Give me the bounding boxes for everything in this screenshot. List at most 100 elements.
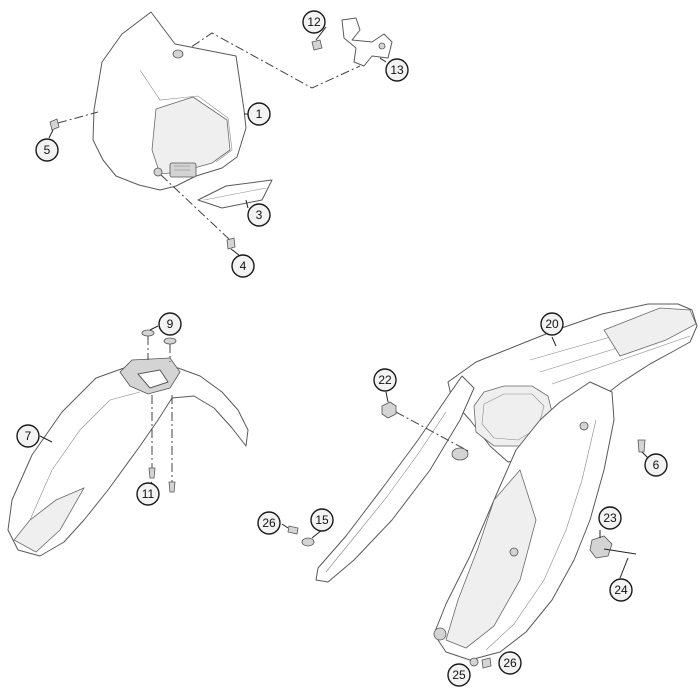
mask-grommet: [153, 167, 163, 177]
leader-5: [48, 129, 54, 139]
callout-1-circle: [247, 102, 271, 126]
callout-7-circle: [16, 424, 40, 448]
callout-12: 12: [302, 10, 326, 34]
bolt-24: [603, 548, 637, 555]
leader-9: [149, 325, 159, 331]
side-panel-hole-upper: [579, 421, 589, 431]
callout-26-left: 26: [257, 511, 281, 535]
bushing-23: [589, 535, 613, 559]
callout-23-label: 23: [603, 511, 617, 525]
callout-7: 7: [16, 424, 40, 448]
leader-22: [385, 391, 389, 403]
callout-26-left-label: 26: [262, 516, 276, 530]
mask-mount-hole: [172, 49, 184, 59]
callout-24-label: 24: [614, 583, 628, 597]
screw-26-bottom: [481, 657, 492, 669]
leader-20: [551, 336, 557, 347]
headlight-mask-inner-edge: [139, 69, 233, 163]
front-fender-assembly: [7, 329, 249, 557]
callout-5: 5: [35, 138, 59, 162]
callout-3: 3: [247, 203, 271, 227]
callout-13-label: 13: [390, 63, 404, 77]
callout-11: 11: [136, 482, 160, 506]
screw-4: [226, 237, 236, 250]
callout-23-circle: [598, 506, 622, 530]
bolt-12: [311, 39, 323, 51]
callout-15-label: 15: [315, 513, 329, 527]
leader-26a: [281, 523, 289, 529]
side-panel-hole-lower: [509, 547, 519, 557]
dash-screw-4: [160, 174, 231, 241]
fender-mount-window: [137, 369, 169, 389]
rear-grommet: [451, 447, 469, 461]
callout-1: 1: [247, 102, 271, 126]
callout-20-circle: [540, 312, 564, 336]
callout-5-circle: [35, 138, 59, 162]
leader-3: [245, 199, 249, 209]
callout-11-circle: [136, 482, 160, 506]
callout-5-label: 5: [44, 143, 51, 157]
nut-22: [381, 401, 397, 419]
leader-lines: [39, 26, 649, 579]
leader-24: [619, 557, 629, 579]
callout-20-label: 20: [545, 317, 559, 331]
screw-6: [637, 439, 646, 453]
callout-26-bottom-label: 26: [503, 656, 517, 670]
leader-13: [379, 57, 387, 63]
washer-9a: [141, 329, 155, 337]
washer-9b: [163, 337, 177, 345]
mask-decal-stripe: [203, 187, 267, 201]
left-side-panel: [315, 375, 475, 583]
screw-11a: [148, 467, 156, 479]
screw-26-left: [287, 525, 299, 535]
leader-7: [39, 435, 53, 443]
callout-15: 15: [310, 508, 334, 532]
leader-6: [641, 451, 649, 459]
callout-23: 23: [598, 506, 622, 530]
left-side-panel-rib: [325, 411, 447, 573]
callout-9-circle: [158, 312, 182, 336]
callout-11-label: 11: [142, 487, 155, 501]
callout-22-circle: [373, 368, 397, 392]
screw-11b: [168, 481, 176, 493]
front-fender-rib: [29, 391, 141, 521]
callout-13: 13: [385, 58, 409, 82]
rear-fender-assembly: [287, 303, 698, 669]
callout-25-circle: [447, 663, 471, 687]
callout-12-label: 12: [307, 15, 321, 29]
screw-5: [49, 118, 60, 131]
headlight-mask-assembly: [49, 11, 393, 250]
dash-nut-22: [395, 411, 471, 453]
callout-26-bottom: 26: [498, 651, 522, 675]
callout-4-circle: [231, 254, 255, 278]
callout-9-label: 9: [167, 317, 174, 331]
mask-bracket: [341, 17, 393, 67]
callout-3-circle: [247, 203, 271, 227]
callout-22: 22: [373, 368, 397, 392]
callout-6: 6: [644, 453, 668, 477]
right-side-panel-inner: [445, 469, 537, 649]
dash-screw-5: [57, 111, 99, 124]
callout-4: 4: [231, 254, 255, 278]
right-side-panel-rib: [485, 419, 597, 651]
callout-26-bottom-circle: [498, 651, 522, 675]
callout-24: 24: [609, 578, 633, 602]
side-panel-hole-bottom: [433, 627, 447, 641]
callout-1-label: 1: [256, 107, 263, 121]
rear-fender-tail: [603, 307, 697, 357]
bracket-hole: [378, 42, 386, 50]
callout-22-label: 22: [378, 373, 392, 387]
callout-6-label: 6: [653, 458, 660, 472]
callout-13-circle: [385, 58, 409, 82]
nut-15: [301, 537, 315, 547]
callout-25-label: 25: [452, 668, 466, 682]
callout-24-circle: [609, 578, 633, 602]
callout-6-circle: [644, 453, 668, 477]
callout-15-circle: [310, 508, 334, 532]
callout-20: 20: [540, 312, 564, 336]
headlight-mask-window: [151, 96, 231, 175]
callout-4-label: 4: [240, 259, 247, 273]
callout-26-left-circle: [257, 511, 281, 535]
leader-4: [230, 248, 240, 256]
